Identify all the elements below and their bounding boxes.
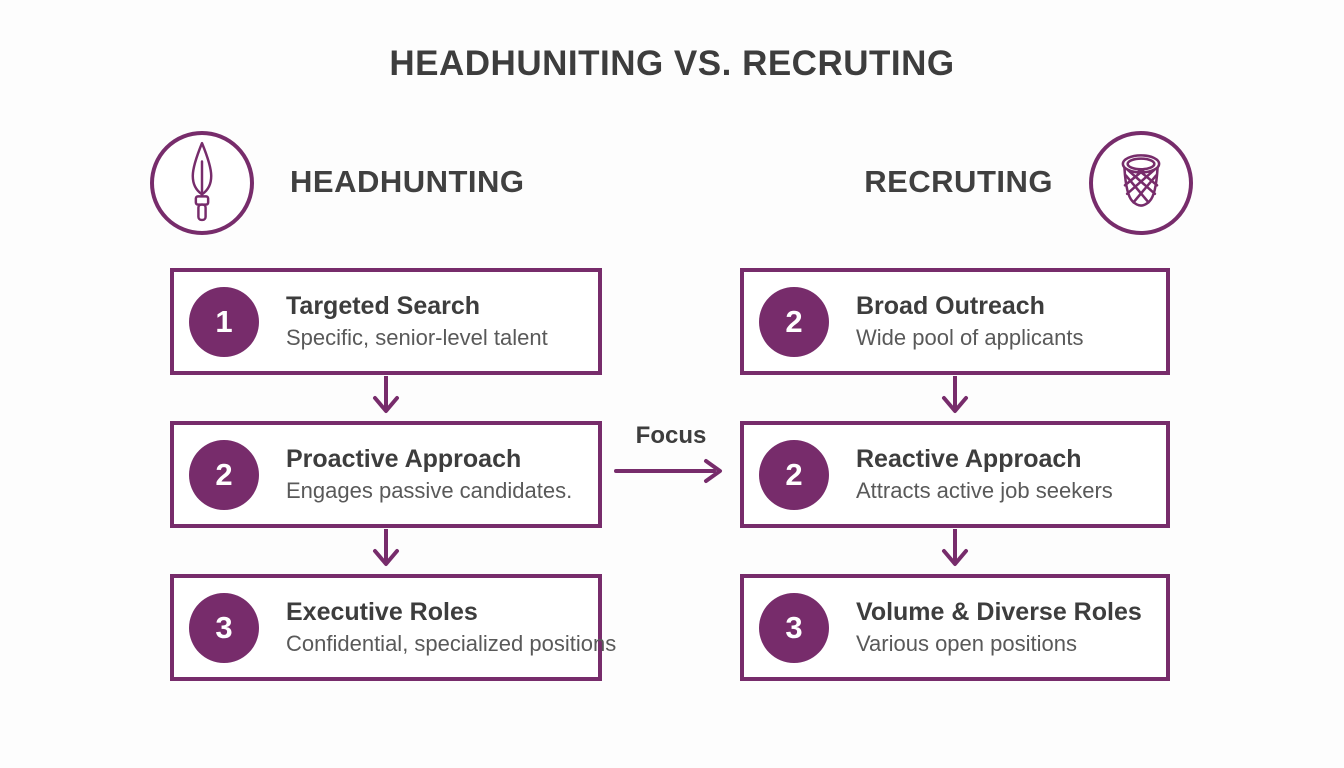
recruiting-column-label: RECRUTING xyxy=(864,164,1053,199)
focus-connector: Focus xyxy=(602,422,740,484)
step-title: Reactive Approach xyxy=(856,444,1082,473)
headhunting-step-3: 3 Executive Roles Confidential, speciali… xyxy=(170,574,617,681)
step-number-badge: 2 xyxy=(189,439,259,510)
step-subtitle: Engages passive candidates. xyxy=(286,477,573,503)
down-arrow-icon xyxy=(940,376,970,420)
step-subtitle: Various open positions xyxy=(856,630,1077,656)
headhunting-column: 1 Targeted Search Specific, senior-level… xyxy=(170,268,617,681)
step-number-badge: 2 xyxy=(759,286,829,357)
down-arrow-icon xyxy=(940,529,970,573)
focus-label: Focus xyxy=(635,422,707,449)
headhunting-column-label: HEADHUNTING xyxy=(290,164,525,199)
recruiting-step-1: 2 Broad Outreach Wide pool of applicants xyxy=(740,268,1170,375)
step-number-badge: 3 xyxy=(189,592,259,663)
step-subtitle: Wide pool of applicants xyxy=(856,324,1084,350)
recruiting-step-3: 3 Volume & Diverse Roles Various open po… xyxy=(740,574,1170,681)
step-number-badge: 3 xyxy=(759,592,829,663)
down-arrow-icon xyxy=(371,529,401,573)
spear-icon xyxy=(171,139,233,228)
headhunting-icon-circle xyxy=(150,131,254,235)
page-title: HEADHUNITING VS. RECRUTING xyxy=(389,44,955,83)
step-number-badge: 2 xyxy=(759,439,829,510)
step-subtitle: Specific, senior-level talent xyxy=(286,324,548,350)
down-arrow-icon xyxy=(371,376,401,420)
recruiting-step-2: 2 Reactive Approach Attracts active job … xyxy=(740,421,1170,528)
step-title: Targeted Search xyxy=(286,291,481,320)
step-title: Proactive Approach xyxy=(286,444,522,473)
step-subtitle: Confidential, specialized positions xyxy=(286,630,617,656)
net-icon xyxy=(1109,150,1173,217)
headhunting-step-1: 1 Targeted Search Specific, senior-level… xyxy=(170,268,602,375)
step-title: Broad Outreach xyxy=(856,291,1045,320)
step-subtitle: Attracts active job seekers xyxy=(856,477,1113,503)
right-arrow-icon xyxy=(614,458,728,484)
step-number-badge: 1 xyxy=(189,286,259,357)
recruiting-column: 2 Broad Outreach Wide pool of applicants… xyxy=(740,268,1170,681)
step-title: Executive Roles xyxy=(286,597,478,626)
step-title: Volume & Diverse Roles xyxy=(856,597,1142,626)
headhunting-step-2: 2 Proactive Approach Engages passive can… xyxy=(170,421,602,528)
recruiting-icon-circle xyxy=(1089,131,1193,235)
